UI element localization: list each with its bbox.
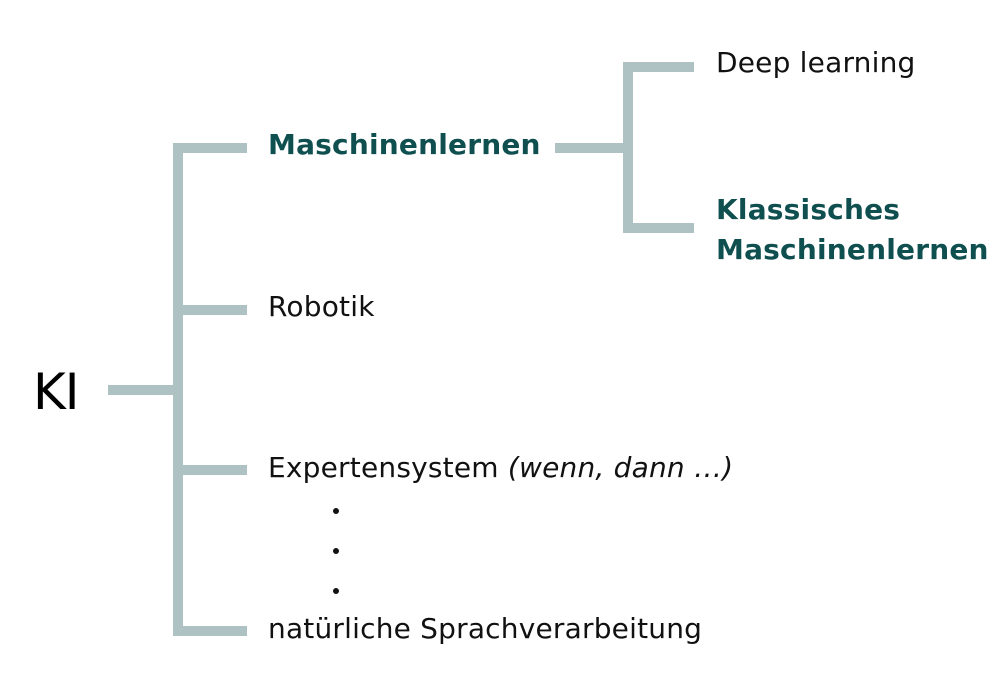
sub-label-klassisches-maschinenlernen: Klassisches Maschinenlernen	[716, 190, 989, 270]
branch-label-sprachverarbeitung: natürliche Sprachverarbeitung	[268, 612, 703, 645]
ellipsis-dot	[333, 548, 339, 554]
branch-label-robotik: Robotik	[268, 290, 375, 323]
branch-label-maschinenlernen: Maschinenlernen	[268, 128, 541, 161]
branch-label-expertensystem: Expertensystem (wenn, dann …)	[268, 449, 733, 487]
ellipsis-dot	[333, 508, 339, 514]
klassisches-line-1: Klassisches	[716, 193, 901, 226]
sub-label-deep-learning: Deep learning	[716, 46, 916, 79]
klassisches-line-2: Maschinenlernen	[716, 233, 989, 266]
expertensystem-title: Expertensystem	[268, 451, 499, 484]
expertensystem-note: (wenn, dann …)	[507, 451, 734, 484]
root-label-ki: KI	[33, 363, 80, 421]
ellipsis-dot	[333, 588, 339, 594]
